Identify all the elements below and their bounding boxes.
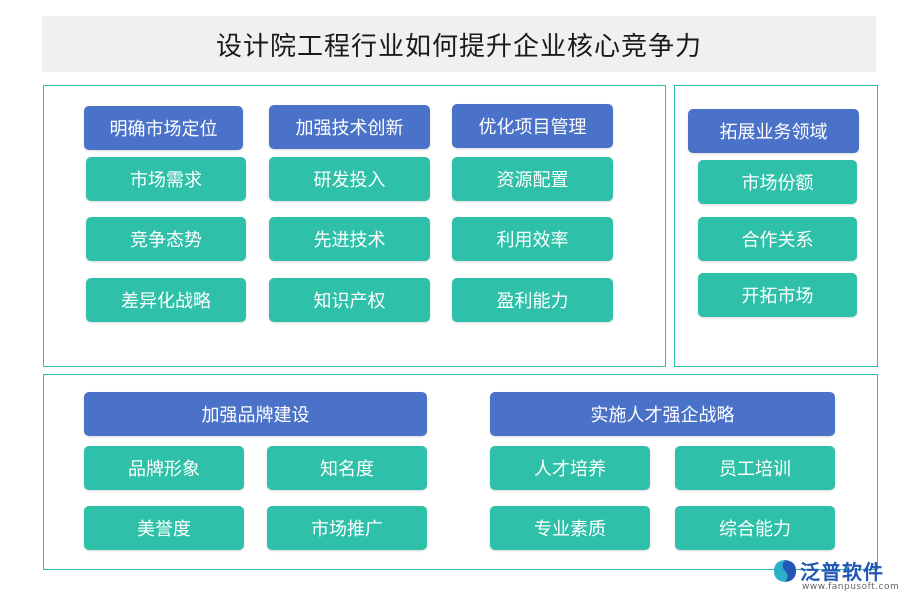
talent-item-2: 员工培训	[675, 446, 835, 490]
brand-item-3: 美誉度	[84, 506, 244, 550]
project-item-1: 资源配置	[452, 157, 613, 201]
brand-item-2: 知名度	[267, 446, 427, 490]
talent-item-1: 人才培养	[490, 446, 650, 490]
project-item-3: 盈利能力	[452, 278, 613, 322]
top-left-panel	[43, 85, 666, 367]
fanpu-logo-icon	[774, 560, 796, 582]
business-item-2: 合作关系	[698, 217, 857, 261]
business-head: 拓展业务领域	[688, 109, 859, 153]
business-item-1: 市场份额	[698, 160, 857, 204]
project-head: 优化项目管理	[452, 104, 613, 148]
talent-head: 实施人才强企战略	[490, 392, 835, 436]
logo-url: www.fanpusoft.com	[802, 582, 900, 592]
brand-logo: 泛普软件 www.fanpusoft.com	[770, 556, 899, 596]
brand-item-1: 品牌形象	[84, 446, 244, 490]
logo-name: 泛普软件	[800, 560, 884, 584]
brand-item-4: 市场推广	[267, 506, 427, 550]
top-right-panel	[674, 85, 878, 367]
market-item-1: 市场需求	[86, 157, 246, 201]
tech-head: 加强技术创新	[269, 105, 430, 149]
page-title: 设计院工程行业如何提升企业核心竞争力	[42, 16, 876, 72]
market-item-3: 差异化战略	[86, 278, 246, 322]
bottom-panel	[43, 374, 878, 570]
market-item-2: 竞争态势	[86, 217, 246, 261]
tech-item-2: 先进技术	[269, 217, 430, 261]
market-head: 明确市场定位	[84, 106, 243, 150]
brand-head: 加强品牌建设	[84, 392, 427, 436]
talent-item-4: 综合能力	[675, 506, 835, 550]
project-item-2: 利用效率	[452, 217, 613, 261]
business-item-3: 开拓市场	[698, 273, 857, 317]
talent-item-3: 专业素质	[490, 506, 650, 550]
tech-item-3: 知识产权	[269, 278, 430, 322]
tech-item-1: 研发投入	[269, 157, 430, 201]
